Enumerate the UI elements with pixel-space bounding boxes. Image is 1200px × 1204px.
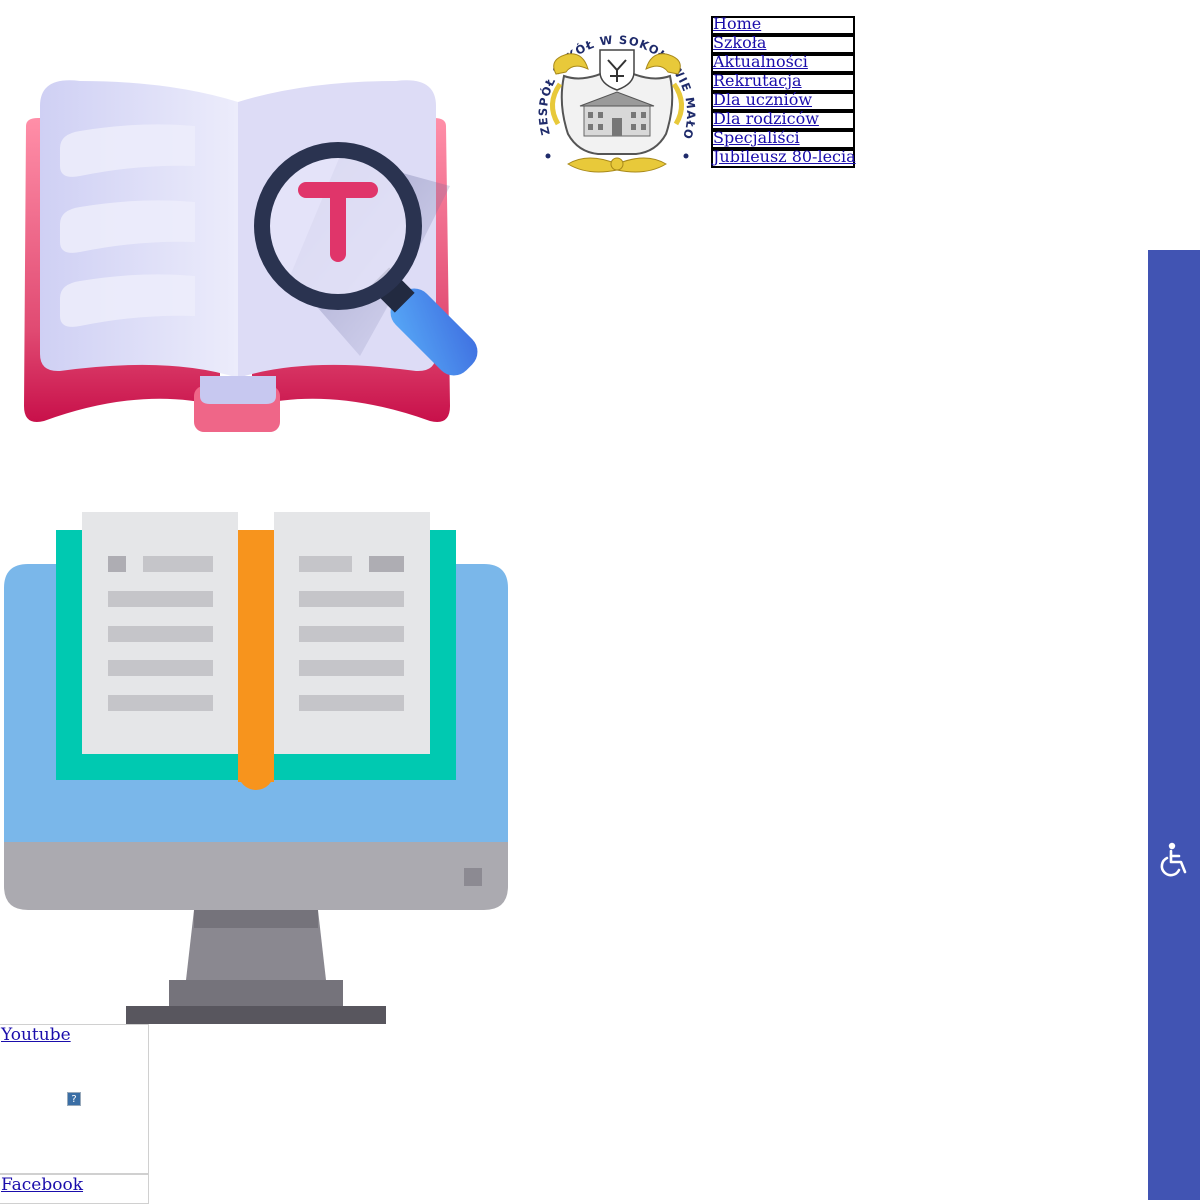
school-crest-logo[interactable]: ZESPÓŁ SZKÓŁ W SOKOŁOWIE MAŁOPOLSKIM: [528, 14, 706, 184]
nav-item-dla-rodzicow: Dla rodziców: [713, 109, 853, 128]
accessibility-toolbar: [1148, 250, 1200, 1200]
nav-item-home: Home: [713, 14, 853, 33]
nav-item-szkola: Szkoła: [713, 33, 853, 52]
nav-link-aktualnosci[interactable]: Aktualności: [713, 52, 808, 71]
nav-link-home[interactable]: Home: [713, 14, 762, 33]
wheelchair-icon[interactable]: [1158, 842, 1190, 878]
nav-item-rekrutacja: Rekrutacja: [713, 71, 853, 90]
nav-item-dla-uczniow: Dla uczniów: [713, 90, 853, 109]
facebook-widget: Facebook: [0, 1174, 149, 1204]
nav-link-dla-rodzicow[interactable]: Dla rodziców: [713, 109, 819, 128]
nav-link-jubileusz[interactable]: Jubileusz 80-lecia: [713, 147, 856, 166]
facebook-link[interactable]: Facebook: [1, 1175, 84, 1195]
main-navigation: Home Szkoła Aktualności Rekrutacja Dla u…: [711, 14, 856, 168]
nav-item-aktualnosci: Aktualności: [713, 52, 853, 71]
book-magnifier-illustration: [24, 80, 478, 432]
nav-link-rekrutacja[interactable]: Rekrutacja: [713, 71, 802, 90]
nav-link-szkola[interactable]: Szkoła: [713, 33, 767, 52]
nav-link-dla-uczniow[interactable]: Dla uczniów: [713, 90, 813, 109]
broken-image-icon[interactable]: ?: [67, 1092, 81, 1106]
monitor-book-illustration: [4, 512, 508, 1024]
youtube-link[interactable]: Youtube: [1, 1025, 71, 1045]
youtube-widget: Youtube ?: [0, 1024, 149, 1174]
nav-item-specjalisci: Specjaliści: [713, 128, 853, 147]
nav-link-specjalisci[interactable]: Specjaliści: [713, 128, 800, 147]
nav-item-jubileusz: Jubileusz 80-lecia: [713, 147, 856, 166]
